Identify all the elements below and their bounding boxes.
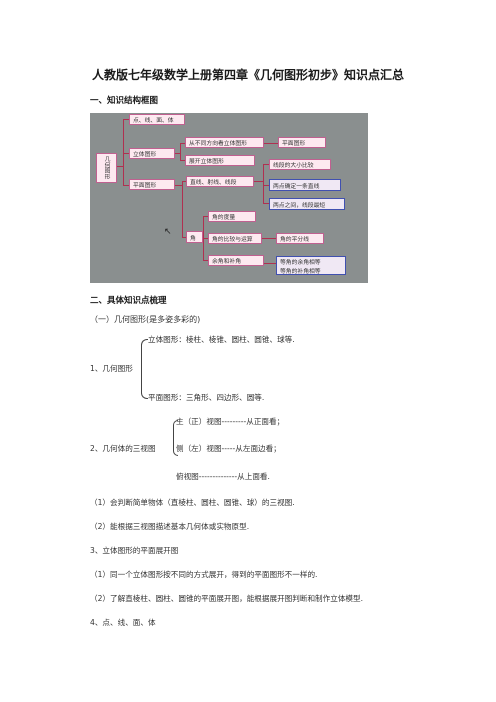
- text-point-2: （2）能根据三视图描述基本几何体或实物原型.: [90, 522, 250, 531]
- brace-geometry: [141, 339, 148, 399]
- brace-views: [173, 420, 178, 456]
- text-point-4: （2）了解直棱柱、圆柱、圆锥的平面展开图，能根据展开图判断和制作立体模型.: [90, 594, 364, 603]
- diagram-node-equal: 等角的余角相等 等角的补角相等: [276, 256, 346, 275]
- diagram-node-complement: 余角和补角: [208, 255, 264, 266]
- diagram-node-root: 几何图形: [96, 153, 117, 183]
- text-point-3: （1）同一个立体图形按不同的方式展开，得到的平面图形不一样的.: [90, 570, 318, 579]
- diagram-node-anglecmp: 角的比较与运算: [208, 233, 262, 244]
- diagram-node-solid: 立体图形: [129, 148, 175, 159]
- section-heading-structure: 一、知识结构框图: [90, 96, 159, 106]
- document-title: 人教版七年级数学上册第四章《几何图形初步》知识点汇总: [91, 68, 404, 82]
- diagram-node-measure: 角的度量: [208, 211, 256, 222]
- diagram-node-points: 点、线、面、体: [129, 114, 185, 125]
- diagram-node-planefig: 平面图形: [278, 137, 326, 148]
- text-point-1: （1）会判断简单物体（直棱柱、圆柱、圆锥、球）的三视图.: [90, 498, 295, 507]
- mouse-cursor-icon: ↖: [164, 227, 172, 237]
- diagram-node-shortest: 两点之间，线段最短: [269, 198, 345, 210]
- text-item-2: 2、几何体的三视图: [90, 444, 156, 453]
- equal-line-2: 等角的补角相等: [280, 268, 321, 275]
- diagram-node-twopoint: 两点确定一条直线: [269, 179, 341, 191]
- text-plane-figures: 平面图形：三角形、四边形、圆等.: [148, 393, 265, 402]
- section-heading-details: 二、具体知识点梳理: [90, 296, 167, 306]
- diagram-node-compare: 线段的大小比较: [269, 159, 331, 170]
- knowledge-structure-diagram: 几何图形 点、线、面、体 立体图形 从不同方向看立体图形 平面图形 展开立体图形…: [90, 113, 368, 283]
- text-item-4: 4、点、线、面、体: [90, 618, 156, 627]
- text-view-top: 俯视图--------------从上面看.: [176, 472, 270, 481]
- diagram-node-unfold: 展开立体图形: [185, 155, 255, 166]
- text-solid-figures: 立体图形：棱柱、棱锥、圆柱、圆锥、球等.: [148, 335, 295, 344]
- text-view-front: 主（正）视图---------从正面看；: [176, 417, 285, 426]
- text-view-side: 侧（左）视图-----从左面边看；: [176, 444, 281, 453]
- diagram-node-angle: 角: [186, 231, 203, 243]
- diagram-node-views: 从不同方向看立体图形: [185, 137, 264, 148]
- diagram-node-bisector: 角的平分线: [276, 233, 324, 244]
- text-item-3: 3、立体图形的平面展开图: [90, 546, 179, 555]
- equal-line-1: 等角的余角相等: [280, 259, 321, 266]
- diagram-node-lines: 直线、射线、线段: [186, 176, 254, 187]
- text-item-1: 1、几何图形: [90, 364, 133, 373]
- diagram-node-plane: 平面图形: [129, 179, 175, 190]
- subsection-heading-geometry: （一）几何图形(是多姿多彩的): [90, 315, 201, 324]
